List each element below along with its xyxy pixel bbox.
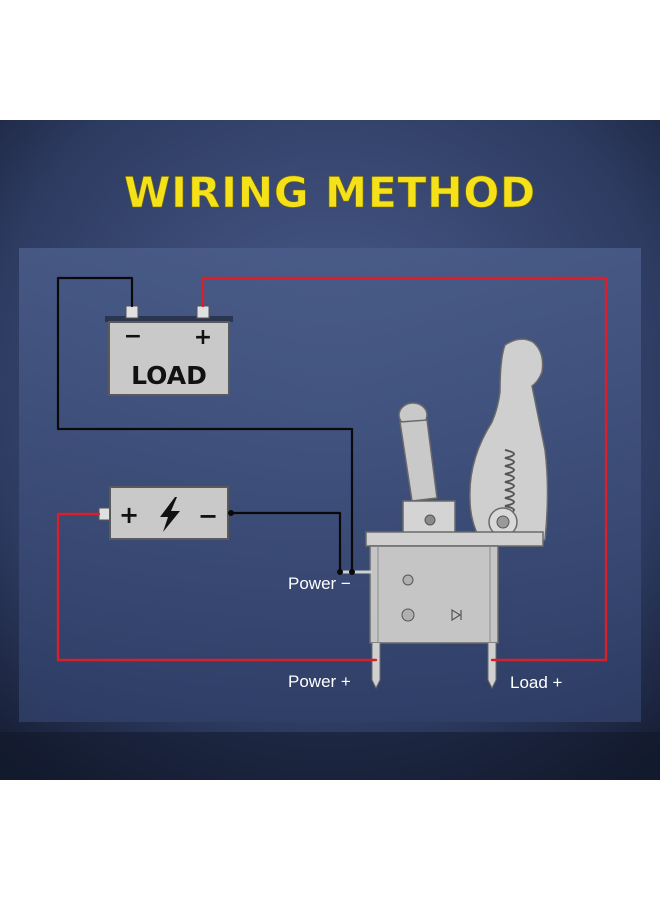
pin-power-pos xyxy=(371,643,381,690)
battery-neg-sign: − xyxy=(198,502,218,530)
terminal-screw-2 xyxy=(401,608,415,622)
junction-dot xyxy=(337,569,343,575)
load-pos-sign: + xyxy=(194,325,212,350)
battery-pos-sign: + xyxy=(119,501,139,529)
wiring-diagram: WIRING METHOD − + LOAD + − xyxy=(0,120,660,780)
diagram-title: WIRING METHOD xyxy=(124,168,536,217)
battery-box: + − xyxy=(98,486,229,540)
label-power-neg: Power − xyxy=(288,574,351,593)
led-symbol-icon xyxy=(451,608,462,622)
wire-battery-pos xyxy=(56,512,378,662)
terminal-screw-1 xyxy=(402,574,414,586)
wire-load-neg xyxy=(56,276,354,574)
wire-load-pos xyxy=(201,276,608,662)
switch-lever xyxy=(398,402,438,502)
lightning-bolt-icon xyxy=(160,497,180,532)
label-power-pos: Power + xyxy=(288,672,351,691)
switch-plate xyxy=(365,531,544,547)
cover-spring xyxy=(504,449,515,523)
junction-dot xyxy=(228,510,234,516)
toggle-switch xyxy=(340,338,549,690)
switch-housing xyxy=(369,545,499,644)
pin-load-pos xyxy=(487,643,497,690)
load-neg-sign: − xyxy=(124,324,142,349)
junction-dot xyxy=(349,569,355,575)
safety-cover xyxy=(469,338,549,541)
label-load-pos: Load + xyxy=(510,673,563,692)
wire-battery-neg xyxy=(229,511,342,574)
bottom-strip xyxy=(0,732,660,780)
load-box: − + LOAD xyxy=(105,305,233,396)
load-label: LOAD xyxy=(131,361,207,390)
